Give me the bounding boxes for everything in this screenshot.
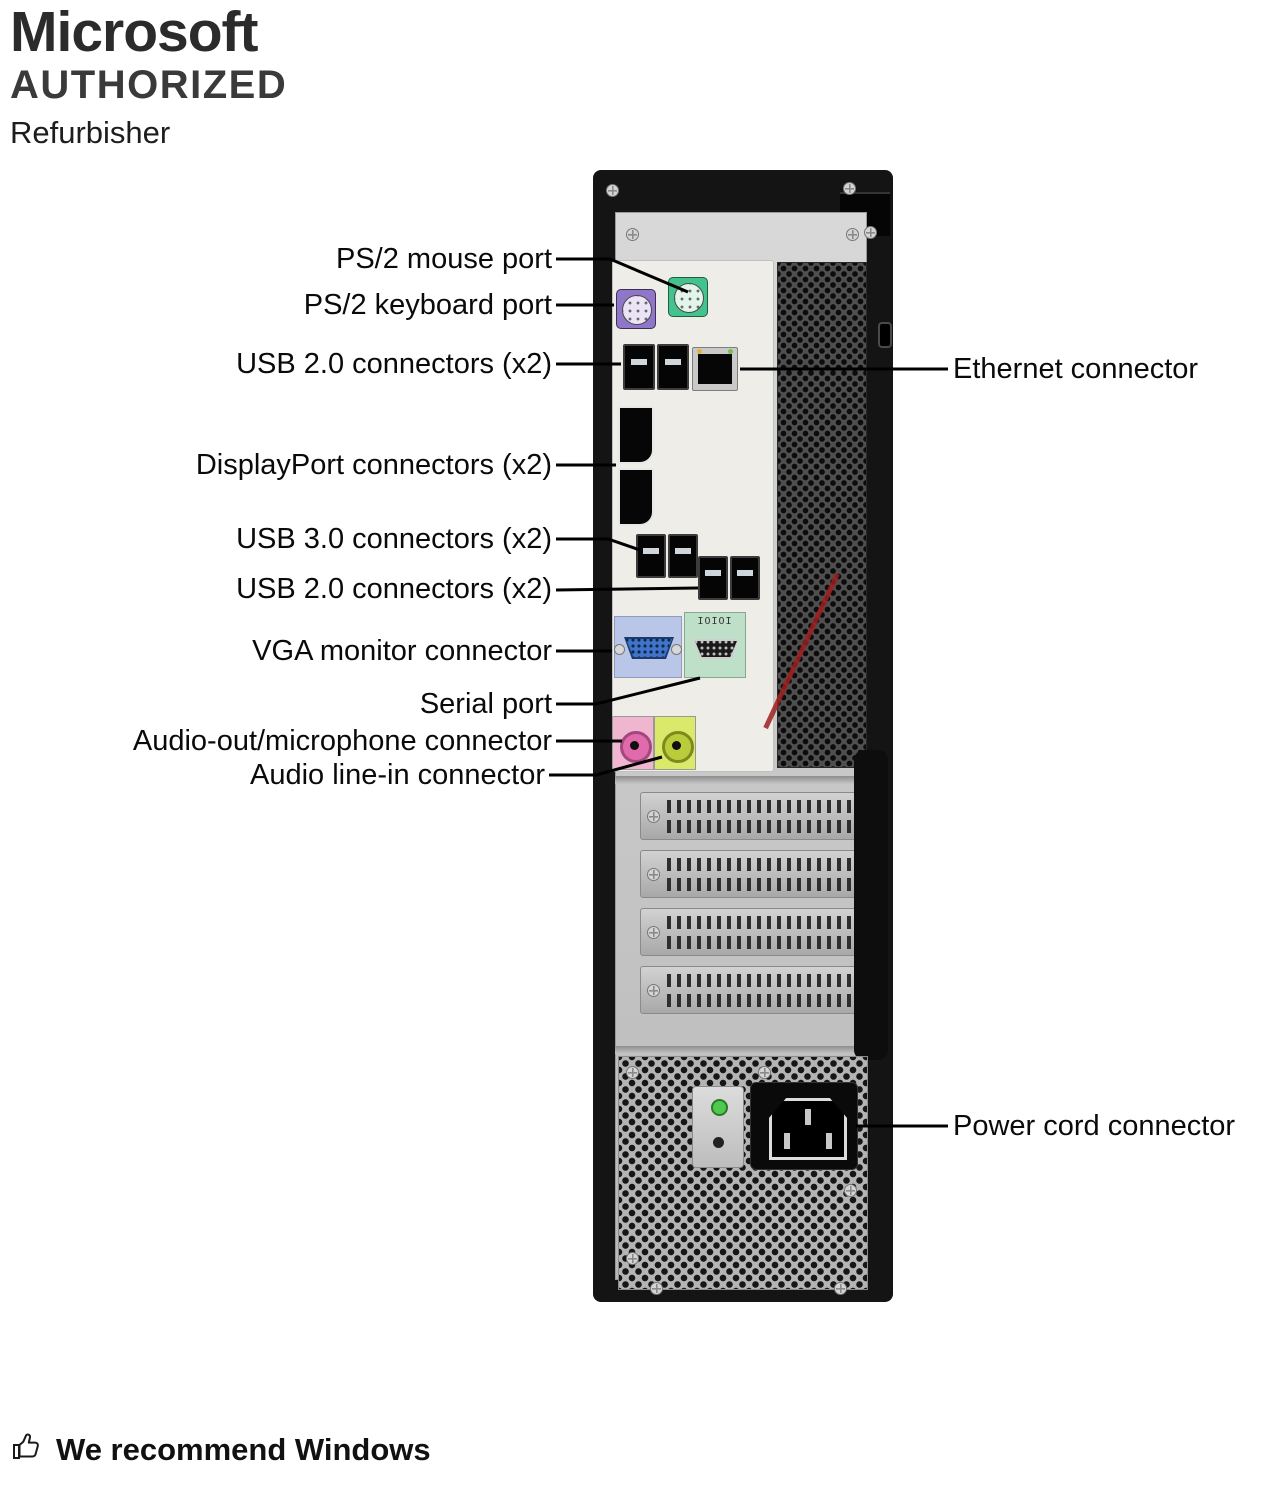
brand-subtitle: AUTHORIZED bbox=[10, 63, 288, 107]
label-ps2-mouse-port: PS/2 mouse port bbox=[336, 243, 552, 275]
label-usb3-connectors: USB 3.0 connectors (x2) bbox=[236, 523, 552, 555]
panel-screw bbox=[626, 228, 639, 241]
windows-recommendation-text: We recommend Windows bbox=[56, 1431, 431, 1467]
windows-recommendation: We recommend Windows bbox=[10, 1430, 431, 1469]
label-vga-connector: VGA monitor connector bbox=[252, 635, 552, 667]
label-usb2-connectors-top: USB 2.0 connectors (x2) bbox=[236, 348, 552, 380]
vga-screw-nut bbox=[614, 644, 625, 655]
usb2-port-bottom-1 bbox=[698, 556, 728, 600]
psu-screw bbox=[626, 1252, 639, 1265]
audio-in-port bbox=[654, 716, 696, 770]
chassis-screw bbox=[843, 182, 856, 195]
usb-tongue bbox=[675, 548, 691, 554]
serial-port-marking: IOIOI bbox=[697, 616, 733, 627]
ps2-mouse-port bbox=[668, 277, 708, 317]
expansion-slot-cover-2 bbox=[640, 850, 868, 898]
slot-vents bbox=[667, 858, 859, 871]
jack-hole bbox=[630, 741, 639, 750]
usb2-port-bottom-2 bbox=[730, 556, 760, 600]
label-displayport-connectors: DisplayPort connectors (x2) bbox=[195, 449, 552, 481]
label-audio-out-connector: Audio-out/microphone connector bbox=[132, 725, 552, 757]
jack-hole bbox=[672, 741, 681, 750]
slot-vents bbox=[667, 916, 859, 929]
chassis-latch-handle bbox=[854, 750, 888, 1060]
label-serial-port: Serial port bbox=[419, 688, 552, 720]
psu-screw bbox=[758, 1066, 771, 1079]
slot-vents bbox=[667, 800, 859, 813]
vga-screw-nut bbox=[671, 644, 682, 655]
label-audio-in-connector: Audio line-in connector bbox=[249, 759, 545, 791]
usb3-port-2 bbox=[668, 534, 698, 578]
psu-status-led bbox=[711, 1099, 728, 1116]
vga-dsub-pins bbox=[626, 639, 672, 657]
power-pin bbox=[826, 1133, 832, 1149]
slot-vents bbox=[667, 974, 859, 987]
kensington-lock-slot bbox=[878, 322, 892, 348]
vga-port bbox=[614, 616, 682, 678]
slot-vents bbox=[667, 936, 859, 949]
power-pin bbox=[784, 1133, 790, 1149]
ethernet-link-led bbox=[728, 349, 733, 354]
psu-screw bbox=[626, 1066, 639, 1079]
chassis-screw bbox=[864, 226, 877, 239]
ps2-mouse-socket bbox=[674, 283, 704, 313]
expansion-slot-cover-4 bbox=[640, 966, 868, 1014]
displayport-2 bbox=[618, 468, 654, 526]
usb-tongue bbox=[630, 358, 648, 365]
label-power-cord-connector: Power cord connector bbox=[953, 1110, 1236, 1142]
serial-dsub-shell bbox=[693, 639, 739, 659]
label-ps2-keyboard-port: PS/2 keyboard port bbox=[303, 289, 552, 321]
vga-dsub-shell bbox=[624, 637, 674, 659]
serial-port: IOIOI bbox=[684, 612, 746, 678]
usb2-port-top-2 bbox=[657, 344, 689, 390]
audio-out-port bbox=[612, 716, 654, 770]
label-ethernet-connector: Ethernet connector bbox=[953, 353, 1199, 385]
usb-tongue bbox=[664, 358, 682, 365]
panel-step-upper bbox=[615, 776, 867, 784]
slot-vents bbox=[667, 820, 859, 833]
power-pin bbox=[805, 1109, 811, 1125]
psu-test-button bbox=[713, 1137, 724, 1148]
label-usb2-connectors-bottom: USB 2.0 connectors (x2) bbox=[236, 573, 552, 605]
slot-screw bbox=[647, 926, 660, 939]
brand-title: Microsoft bbox=[10, 0, 259, 64]
psu-diagnostic-plate bbox=[692, 1086, 744, 1168]
chassis-screw bbox=[650, 1282, 663, 1295]
panel-step-lower bbox=[615, 1046, 867, 1054]
slot-screw bbox=[647, 868, 660, 881]
usb-tongue bbox=[705, 570, 721, 576]
usb-tongue bbox=[737, 570, 753, 576]
usb3-port-1 bbox=[636, 534, 666, 578]
expansion-slot-cover-1 bbox=[640, 792, 868, 840]
panel-screw bbox=[846, 228, 859, 241]
ethernet-activity-led bbox=[697, 349, 702, 354]
usb-tongue bbox=[643, 548, 659, 554]
ps2-keyboard-port bbox=[616, 289, 656, 329]
brand-tagline: Refurbisher bbox=[10, 115, 171, 150]
thumbs-up-icon bbox=[10, 1430, 44, 1469]
audio-in-jack bbox=[662, 731, 694, 763]
audio-out-jack bbox=[620, 731, 652, 763]
serial-dsub-pins bbox=[695, 641, 737, 657]
ethernet-socket bbox=[698, 354, 732, 384]
slot-screw bbox=[647, 810, 660, 823]
c14-inlet bbox=[769, 1098, 847, 1160]
power-cord-connector bbox=[750, 1082, 858, 1170]
refurbisher-branding: Microsoft AUTHORIZED Refurbisher bbox=[10, 2, 287, 154]
slot-vents bbox=[667, 878, 859, 891]
expansion-slot-cover-3 bbox=[640, 908, 868, 956]
displayport-1 bbox=[618, 406, 654, 464]
slot-screw bbox=[647, 984, 660, 997]
chassis-screw bbox=[834, 1282, 847, 1295]
ps2-keyboard-socket bbox=[622, 295, 652, 325]
psu-screw bbox=[844, 1184, 857, 1197]
vent-grille-top bbox=[777, 262, 867, 768]
slot-vents bbox=[667, 994, 859, 1007]
ethernet-port bbox=[692, 347, 738, 391]
chassis-screw bbox=[606, 184, 619, 197]
usb2-port-top-1 bbox=[623, 344, 655, 390]
